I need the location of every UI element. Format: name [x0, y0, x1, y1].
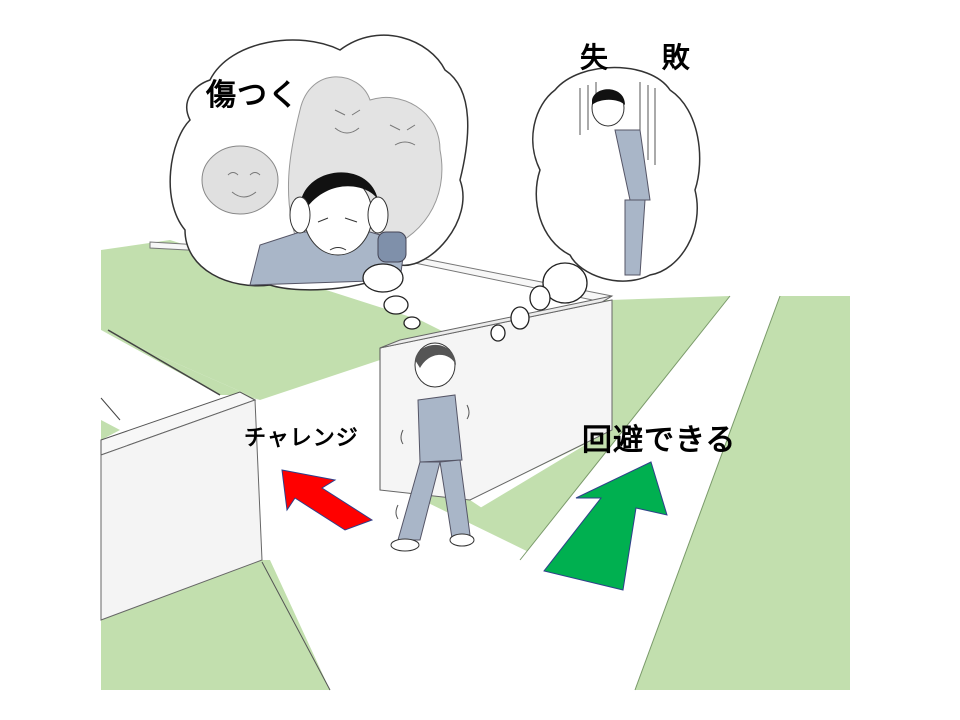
avoid-arrow-icon — [543, 461, 668, 591]
hurt-thought-bubble — [169, 34, 469, 291]
failure-label: 失 敗 — [580, 41, 712, 74]
dejected-person-icon — [591, 89, 651, 276]
walking-person-icon — [390, 342, 475, 552]
challenge-label: チャレンジ — [244, 426, 359, 451]
failure-bubble-trail — [490, 262, 588, 342]
avoid-label: 回避できる — [582, 423, 737, 458]
challenge-arrow-icon — [281, 469, 374, 531]
failure-thought-bubble — [532, 66, 701, 282]
left-front-wall — [100, 391, 263, 621]
hurt-label: 傷つく — [206, 78, 299, 113]
hurt-bubble-trail — [362, 263, 421, 330]
left-back-wall — [100, 329, 230, 421]
